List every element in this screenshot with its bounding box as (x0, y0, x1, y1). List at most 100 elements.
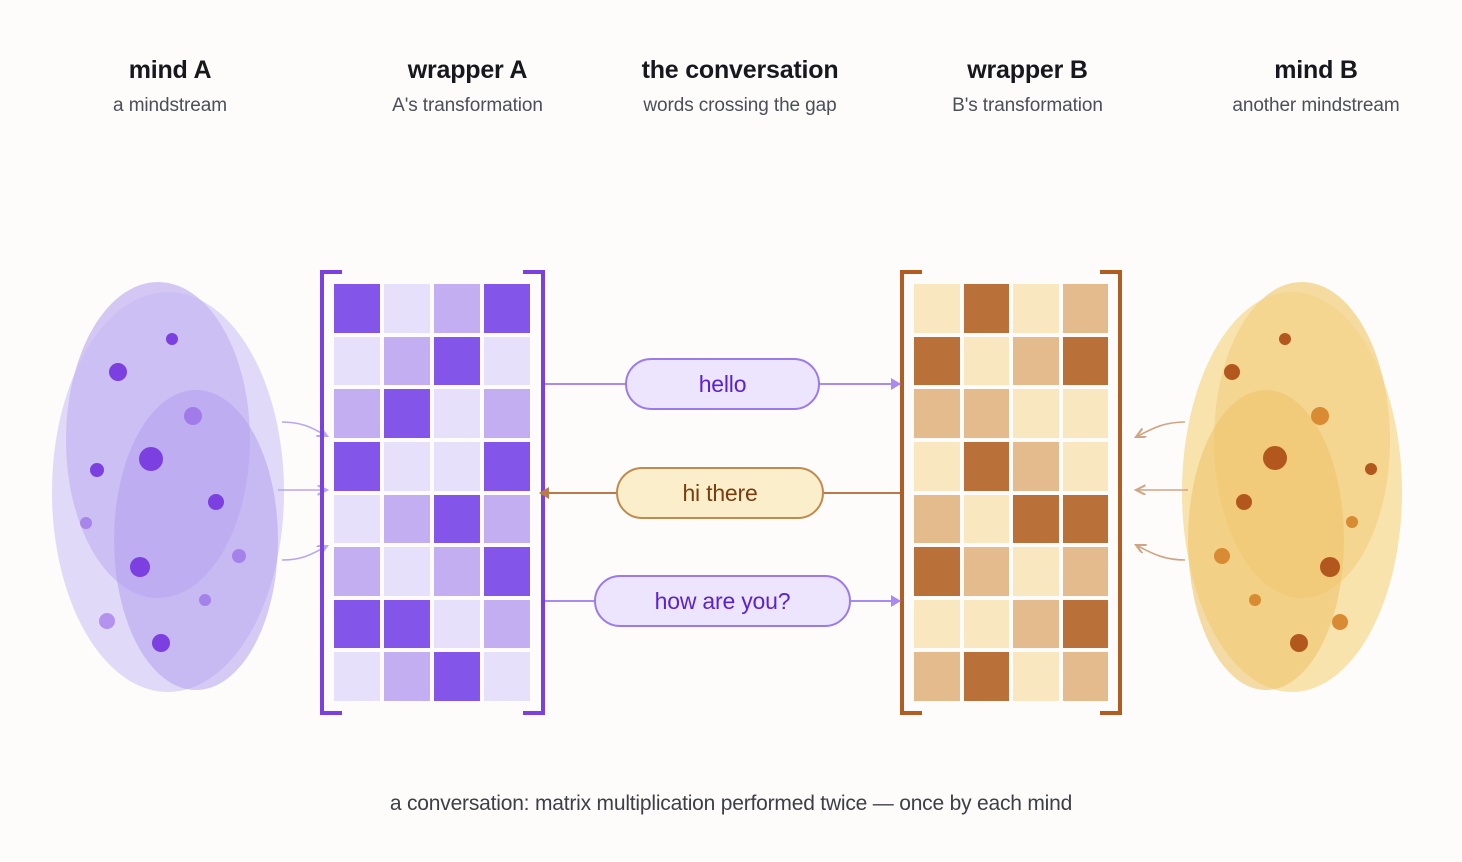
matrix-cell (963, 441, 1009, 491)
matrix-cell (434, 599, 480, 649)
header-subtitle: words crossing the gap (643, 94, 837, 116)
matrix-cell (434, 284, 480, 333)
matrix-cell (1062, 336, 1108, 386)
arrow-head-icon (891, 595, 901, 607)
mindstream-ellipse (114, 390, 278, 690)
matrix-cell (914, 599, 960, 649)
matrix-a-left-bracket (320, 270, 344, 715)
matrix-cell (484, 336, 530, 386)
matrix-cell (334, 336, 380, 386)
mindstream-dot (152, 634, 170, 652)
message-hello[interactable]: hello (545, 358, 901, 410)
message-how-are-you[interactable]: how are you? (545, 575, 901, 627)
matrix-cell (384, 494, 430, 544)
matrix-cell (434, 441, 480, 491)
header-title: wrapper A (407, 56, 528, 84)
header-subtitle: B's transformation (952, 94, 1103, 116)
matrix-cell (384, 336, 430, 386)
mindstream-a-blob (0, 0, 320, 862)
matrix-cell (1013, 284, 1059, 333)
matrix-cell (963, 336, 1009, 386)
matrix-cell (963, 389, 1009, 438)
matrix-cell (384, 652, 430, 701)
matrix-cell (963, 494, 1009, 544)
matrix-cell (384, 441, 430, 491)
figure-caption: a conversation: matrix multiplication pe… (389, 792, 1073, 815)
matrix-cell (963, 599, 1009, 649)
mindstream-ellipse (1188, 390, 1344, 690)
matrix-cell (434, 336, 480, 386)
matrix-cell (484, 284, 530, 333)
matrix-cell (434, 547, 480, 596)
matrix-cell (1062, 494, 1108, 544)
header-mind-a: mind A a mindstream (0, 56, 340, 117)
header-subtitle: a mindstream (113, 94, 227, 116)
matrix-cell (334, 389, 380, 438)
mindstream-dot (1214, 548, 1230, 564)
message-line-right (824, 492, 900, 494)
matrix-cell (484, 441, 530, 491)
mindstream-dot (1320, 557, 1340, 577)
mindstream-dot (130, 557, 150, 577)
matrix-cell (1062, 441, 1108, 491)
matrix-cell (914, 284, 960, 333)
header-title: mind A (128, 56, 212, 84)
header-wrapper-b: wrapper B B's transformation (885, 56, 1170, 117)
matrix-cell (1013, 389, 1059, 438)
matrix-cell (914, 652, 960, 701)
matrix-cell (1062, 652, 1108, 701)
header-title: the conversation (641, 56, 839, 84)
matrix-cell (1062, 547, 1108, 596)
mindstream-dot (90, 463, 104, 477)
matrix-cell (1013, 547, 1059, 596)
matrix-cell (914, 336, 960, 386)
matrix-b-cells (914, 284, 1108, 701)
message-bubble[interactable]: hello (624, 358, 821, 410)
header-wrapper-a: wrapper A A's transformation (340, 56, 595, 117)
message-line-left (545, 383, 625, 385)
matrix-cell (1013, 336, 1059, 386)
matrix-cell (334, 599, 380, 649)
matrix-cell (963, 652, 1009, 701)
matrix-b-right-bracket (1098, 270, 1122, 715)
message-hi-there[interactable]: hi there (539, 467, 900, 519)
matrix-b-left-bracket (900, 270, 924, 715)
matrix-cell (1013, 441, 1059, 491)
mindstream-dot (166, 333, 178, 345)
matrix-cell (334, 494, 380, 544)
matrix-cell (914, 441, 960, 491)
mindstream-dot (184, 407, 202, 425)
message-bubble[interactable]: hi there (616, 467, 824, 519)
matrix-cell (1062, 599, 1108, 649)
matrix-cell (1062, 389, 1108, 438)
mindstream-dot (199, 594, 211, 606)
mindstream-dot (80, 517, 92, 529)
matrix-cell (484, 389, 530, 438)
mindstream-dot (1224, 364, 1240, 380)
wrapper-a-matrix (320, 270, 545, 715)
matrix-cell (963, 284, 1009, 333)
matrix-cell (914, 389, 960, 438)
mindstream-dot (109, 363, 127, 381)
mindstream-dot (1290, 634, 1308, 652)
header-conversation: the conversation words crossing the gap (595, 56, 885, 117)
matrix-cell (334, 284, 380, 333)
matrix-cell (384, 599, 430, 649)
mindstream-dot (1279, 333, 1291, 345)
message-bubble[interactable]: how are you? (593, 575, 852, 627)
mindstream-dot (1365, 463, 1377, 475)
matrix-cell (484, 547, 530, 596)
matrix-cell (334, 652, 380, 701)
mindstream-dot (1332, 614, 1348, 630)
matrix-cell (334, 547, 380, 596)
mindstream-dot (208, 494, 224, 510)
wrapper-b-matrix (900, 270, 1122, 715)
arrow-head-icon (890, 378, 901, 390)
matrix-cell (434, 494, 480, 544)
matrix-cell (484, 652, 530, 701)
header-title: wrapper B (967, 56, 1088, 84)
matrix-cell (914, 494, 960, 544)
mindstream-dot (1346, 516, 1358, 528)
